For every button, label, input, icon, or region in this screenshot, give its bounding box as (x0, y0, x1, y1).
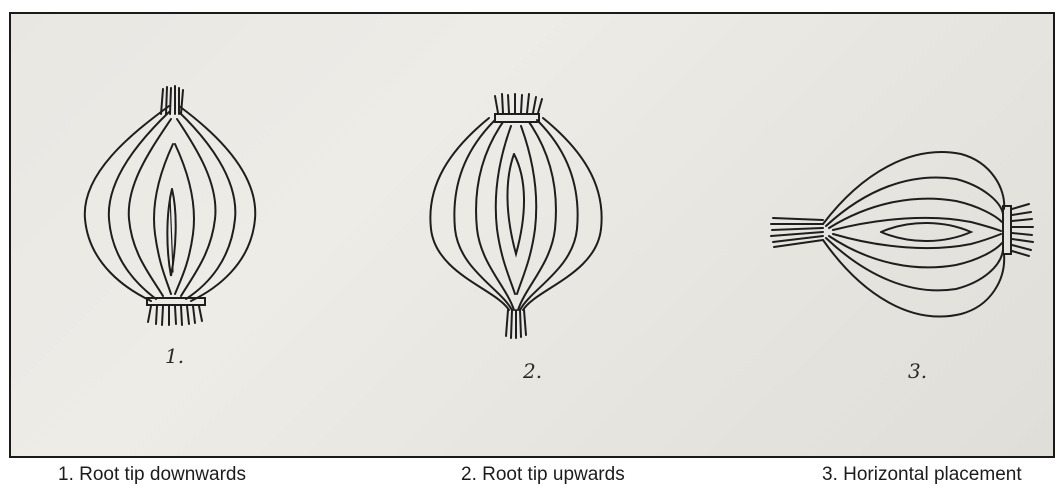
caption-1: 1. Root tip downwards (58, 464, 246, 486)
label-2-numeral: 2. (523, 359, 542, 383)
onion-sketches (11, 14, 1055, 458)
label-3-numeral: 3. (908, 359, 927, 383)
caption-3: 3. Horizontal placement (822, 464, 1022, 486)
caption-2: 2. Root tip upwards (461, 464, 625, 486)
onion-2-drawing (430, 94, 601, 338)
label-1-numeral: 1. (165, 344, 184, 368)
photo-frame: 1. 2. 3. (9, 12, 1055, 458)
onion-3-drawing (771, 152, 1033, 316)
onion-1-drawing (85, 86, 255, 325)
